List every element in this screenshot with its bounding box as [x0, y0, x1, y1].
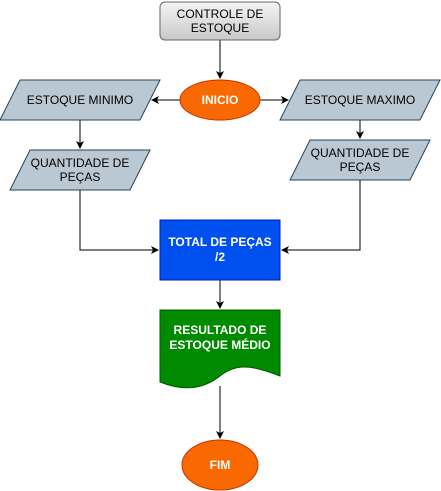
- start-label: INICIO: [202, 93, 239, 107]
- max-stock-node[interactable]: ESTOQUE MAXIMO: [279, 79, 441, 121]
- end-node[interactable]: FIM: [181, 439, 259, 491]
- qty-right-node[interactable]: QUANTIDADE DE PEÇAS: [289, 139, 431, 181]
- qty-right-line2: PEÇAS: [340, 160, 381, 174]
- qty-left-line1: QUANTIDADE DE: [31, 156, 130, 170]
- result-node[interactable]: RESULTADO DE ESTOQUE MÉDIO: [159, 309, 281, 389]
- result-line1: RESULTADO DE: [174, 323, 267, 337]
- title-line1: CONTROLE DE: [177, 7, 264, 21]
- total-line2: /2: [215, 250, 225, 264]
- max-stock-label: ESTOQUE MAXIMO: [305, 93, 415, 107]
- total-line1: TOTAL DE PEÇAS: [168, 235, 271, 249]
- start-node[interactable]: INICIO: [179, 79, 261, 121]
- edge-qty-left-to-total: [79, 190, 159, 254]
- qty-left-line2: PEÇAS: [60, 170, 101, 184]
- end-label: FIM: [210, 458, 231, 472]
- total-node[interactable]: TOTAL DE PEÇAS /2: [159, 219, 281, 281]
- min-stock-node[interactable]: ESTOQUE MINIMO: [0, 79, 161, 121]
- min-stock-label: ESTOQUE MINIMO: [27, 93, 133, 107]
- qty-left-node[interactable]: QUANTIDADE DE PEÇAS: [9, 149, 151, 191]
- edge-qty-right-to-total: [281, 180, 361, 254]
- result-line2: ESTOQUE MÉDIO: [169, 337, 270, 352]
- qty-right-line1: QUANTIDADE DE: [311, 146, 410, 160]
- title-node[interactable]: CONTROLE DE ESTOQUE: [159, 1, 281, 41]
- title-line2: ESTOQUE: [191, 21, 249, 35]
- edges: [76, 40, 364, 439]
